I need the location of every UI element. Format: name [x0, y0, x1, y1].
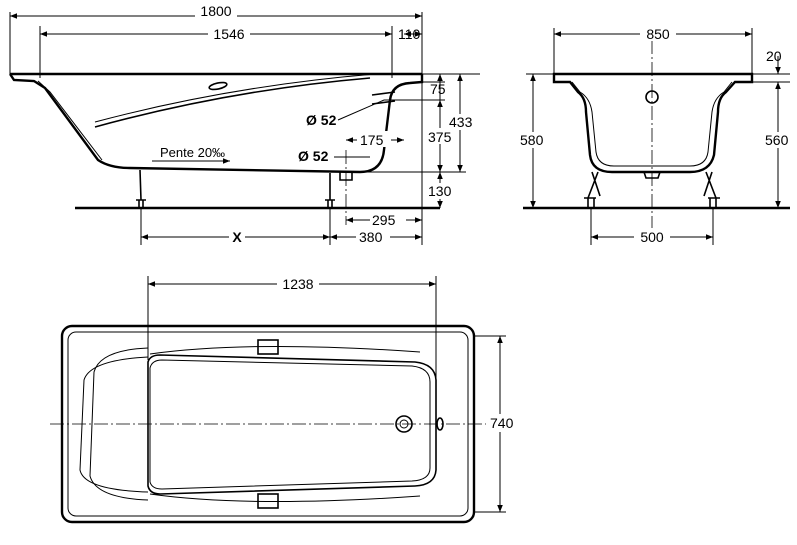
- dim-end-total-height: 580: [520, 132, 544, 148]
- dim-rim-thickness: 20: [766, 48, 782, 64]
- plan-view: 1238 740: [50, 275, 522, 524]
- dim-rim-height: 75: [430, 81, 446, 97]
- dim-drain-offset: 295: [372, 212, 396, 228]
- dim-leg-spacing: X: [232, 229, 242, 245]
- dim-inner-length: 1546: [213, 26, 244, 42]
- dim-end-leg-spacing: 500: [640, 229, 664, 245]
- plan-inner-basin: [147, 354, 437, 495]
- dim-plan-width: 740: [490, 415, 514, 431]
- end-bath-inner: [571, 81, 733, 167]
- dim-rim-end: 110: [398, 26, 421, 42]
- dim-drain-height: 130: [428, 183, 452, 199]
- dim-leg-offset: 380: [359, 229, 383, 245]
- plan-backrest: [79, 356, 149, 493]
- backrest-line: [94, 77, 371, 128]
- dim-overflow-offset: 175: [360, 132, 384, 148]
- leg-left: [136, 169, 146, 207]
- side-view: Pente 20‰ 1800 1546 110 75 375: [9, 3, 480, 245]
- dim-overflow-diameter: Ø 52: [306, 112, 337, 128]
- dim-overall-length: 1800: [200, 3, 231, 19]
- end-bath-outline: [552, 72, 754, 174]
- grip-handle: [208, 81, 228, 91]
- dim-drain-diameter: Ø 52: [298, 148, 329, 164]
- leg-right: [325, 173, 335, 207]
- bath-inner-edge: [37, 80, 103, 161]
- bath-body-outline: [9, 73, 424, 174]
- dim-bath-height: 433: [449, 114, 473, 130]
- dim-overflow-height: 375: [428, 129, 452, 145]
- dim-plan-length: 1238: [282, 276, 313, 292]
- dim-end-width: 850: [646, 26, 670, 42]
- dim-end-depth: 560: [765, 132, 789, 148]
- leader-overflow: [337, 99, 385, 121]
- end-view: 850 20 580 560 500: [518, 25, 794, 245]
- backrest-line-2: [94, 73, 376, 123]
- slope-label: Pente 20‰: [160, 145, 225, 160]
- end-leg-left: [584, 171, 601, 208]
- end-leg-right: [703, 171, 720, 208]
